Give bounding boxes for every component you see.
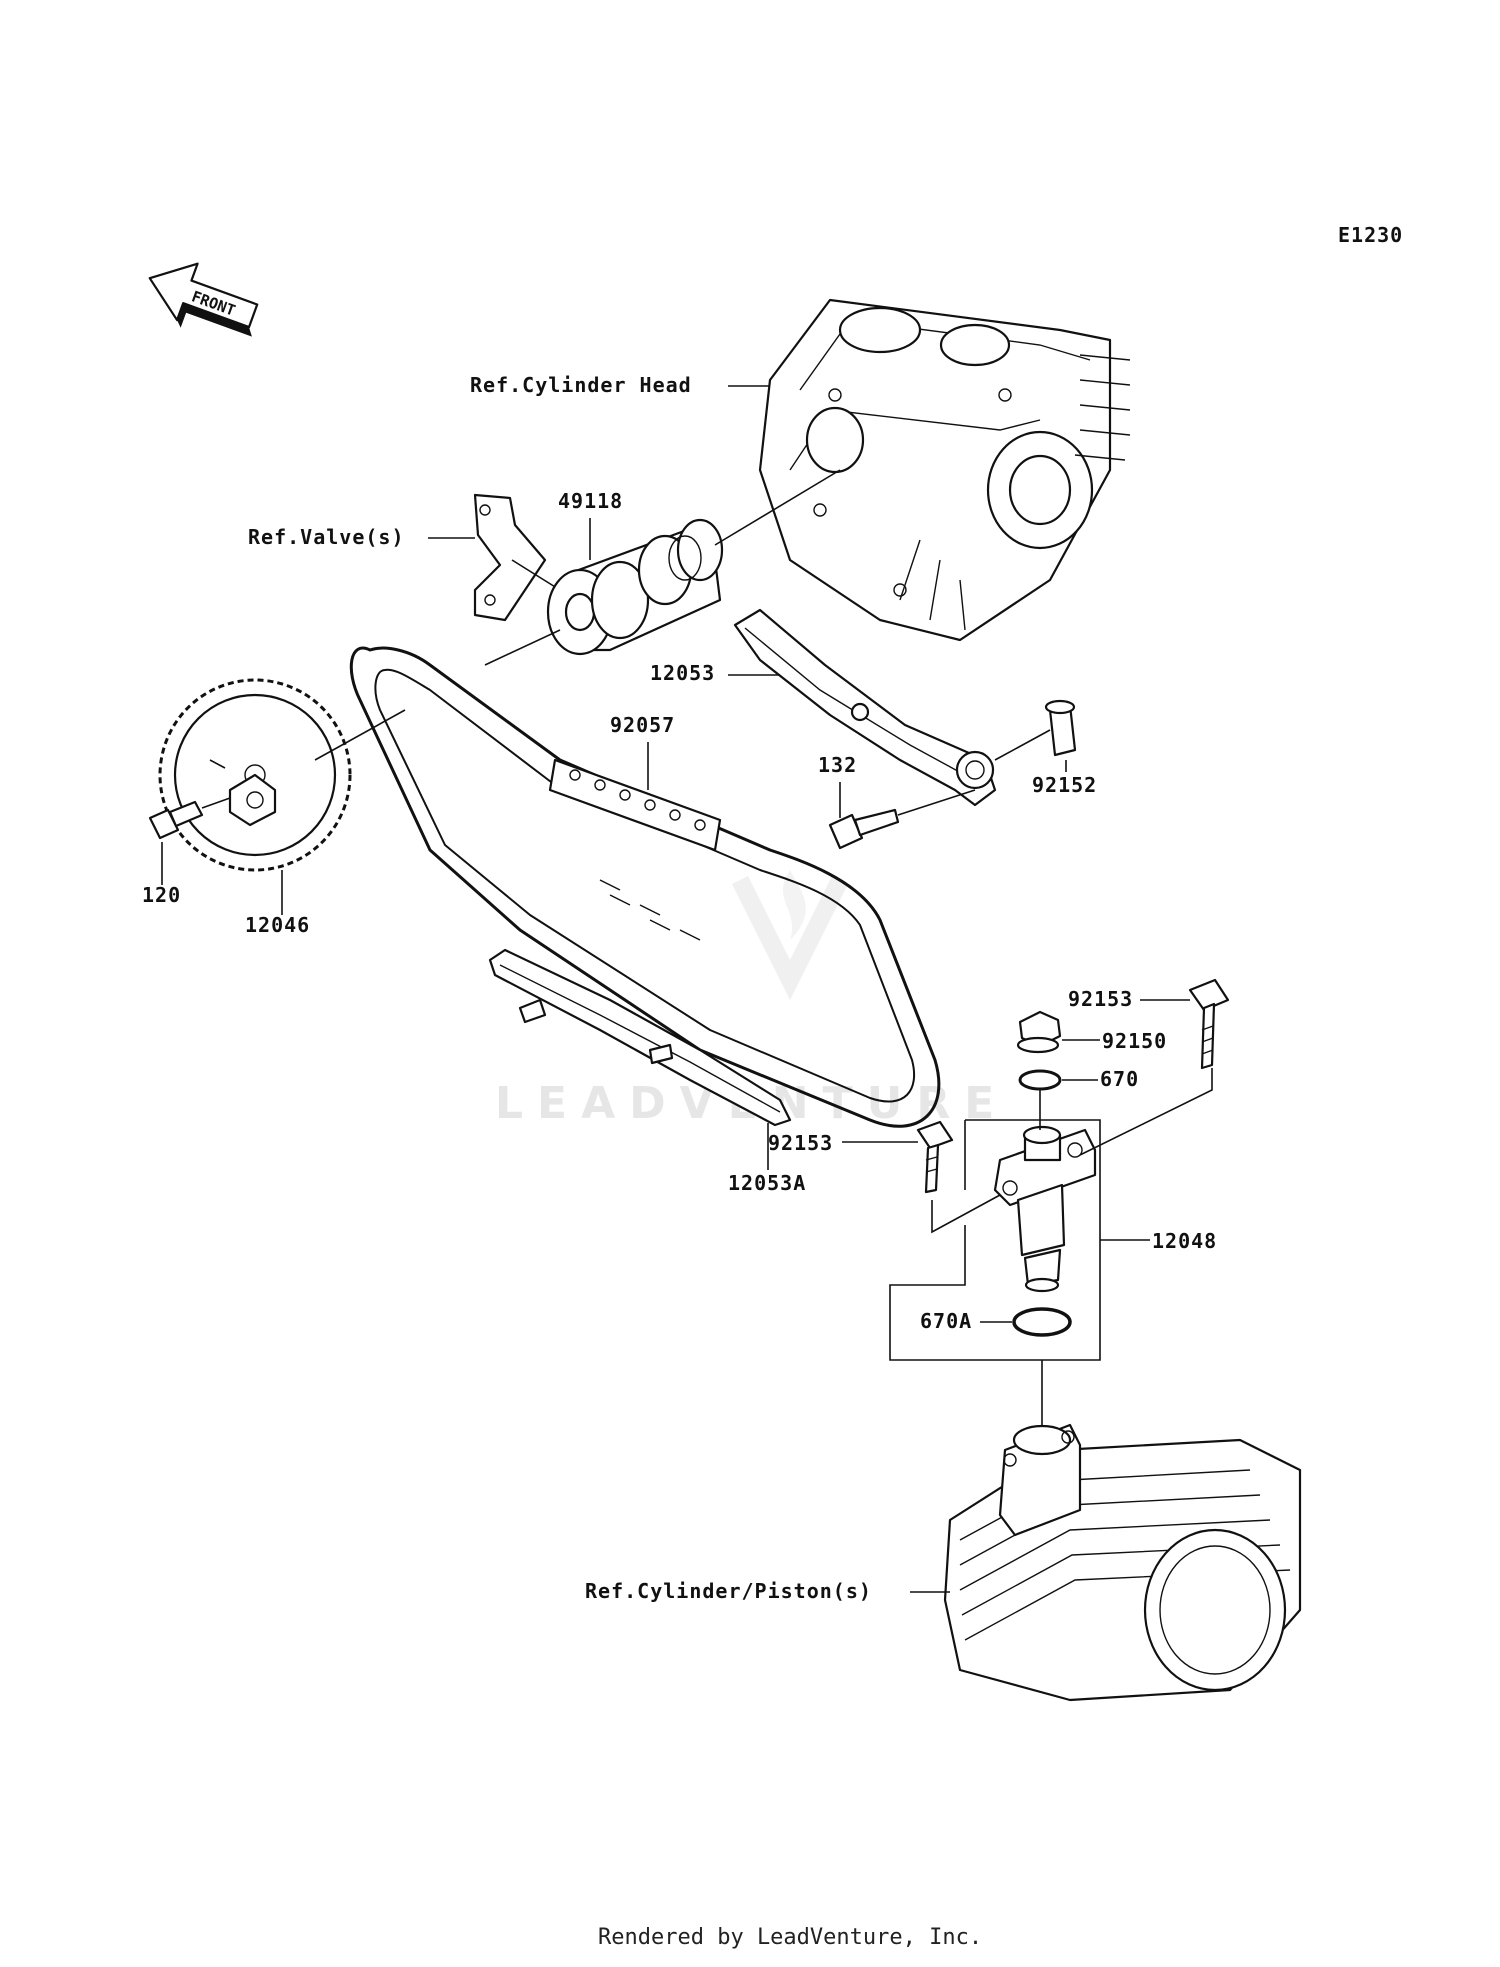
chain-links-92057 [548, 758, 722, 852]
leader-line [1079, 1068, 1213, 1156]
cylinder-head [758, 298, 1131, 642]
part-92152-label: 92152 [1032, 773, 1097, 797]
part-12053-label: 12053 [650, 661, 715, 685]
leader-line [209, 759, 226, 769]
camshaft [546, 518, 724, 656]
part-92153-top-label: 92153 [1068, 987, 1133, 1011]
leader-line [965, 1119, 1101, 1240]
part-12053A-label: 12053A [728, 1171, 806, 1195]
part-670A-label: 670A [920, 1309, 972, 1333]
bolt-92150 [1016, 1010, 1062, 1054]
ref-cylinder-head-label: Ref.Cylinder Head [470, 373, 692, 397]
tensioner-12048 [993, 1125, 1097, 1293]
bolt-120 [148, 800, 204, 840]
valve-plate [473, 493, 547, 622]
bolt-92153-top [1188, 978, 1230, 1070]
o-ring-670 [1018, 1069, 1062, 1091]
part-670-label: 670 [1100, 1067, 1139, 1091]
collar-92152 [1044, 699, 1077, 757]
footer-credit: Rendered by LeadVenture, Inc. [598, 1925, 982, 1950]
leader-line [314, 709, 406, 761]
leader-line [511, 559, 561, 591]
part-92150-label: 92150 [1102, 1029, 1167, 1053]
chain-guide-12053 [733, 608, 997, 807]
part-12048-label: 12048 [1152, 1229, 1217, 1253]
leader-line [931, 1194, 1001, 1234]
part-12046-label: 12046 [245, 913, 310, 937]
part-49118-label: 49118 [558, 489, 623, 513]
leader-line [994, 729, 1051, 761]
timing-chain [349, 646, 941, 1128]
ref-valves-label: Ref.Valve(s) [248, 525, 405, 549]
part-92057-label: 92057 [610, 713, 675, 737]
bolt-132 [828, 808, 900, 850]
leader-line [889, 1225, 1101, 1361]
part-92153-mid-label: 92153 [768, 1131, 833, 1155]
leader-line [484, 629, 561, 666]
bolt-92153-mid [916, 1120, 954, 1194]
cylinder-block [943, 1423, 1302, 1702]
sprocket-12046 [158, 678, 352, 872]
leader-line [897, 789, 976, 816]
ref-cylinder-piston-label: Ref.Cylinder/Piston(s) [585, 1579, 872, 1603]
o-ring-670A [1012, 1307, 1072, 1337]
leader-line [714, 469, 841, 546]
part-132-label: 132 [818, 753, 857, 777]
front-arrow-icon: FRONT [148, 262, 259, 337]
leader-line [201, 797, 231, 809]
part-120-label: 120 [142, 883, 181, 907]
diagram-code: E1230 [1338, 223, 1403, 247]
chain-guide-12053A [488, 948, 792, 1127]
